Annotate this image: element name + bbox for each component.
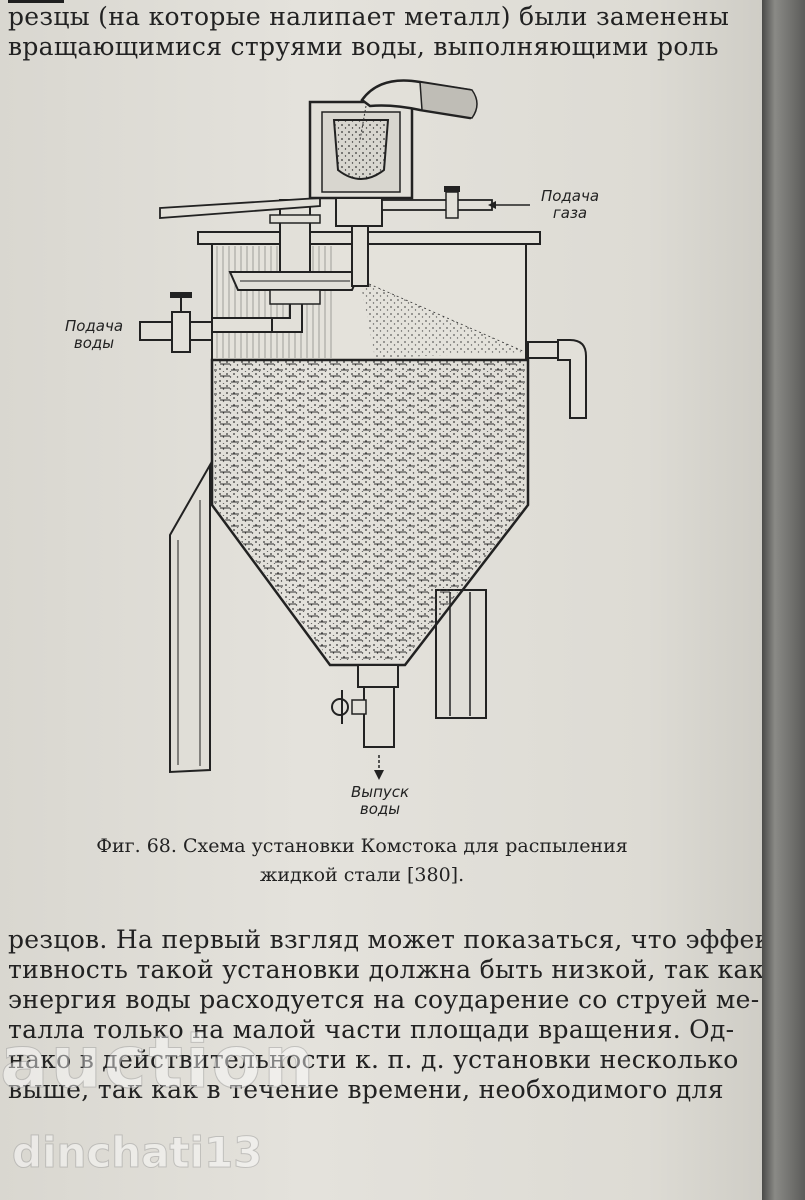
- gas-supply-label: Подача газа: [540, 187, 600, 222]
- gas-pipe-left: [159, 197, 321, 219]
- caption-line-2: жидкой стали [380].: [259, 864, 465, 886]
- body-text-line-1: резцов. На первый взгляд может показатьс…: [8, 925, 780, 954]
- pouring-ladle: [359, 79, 478, 141]
- body-text-line-3: энергия воды расходуется на соударение с…: [8, 985, 760, 1014]
- watermark-seller: dinchati13: [11, 1128, 263, 1178]
- caption-line-1: Фиг. 68. Схема установки Комстока для ра…: [96, 835, 628, 857]
- left-support-beam: [169, 461, 211, 774]
- body-text-line-5: нако в действительности к. п. д. установ…: [8, 1045, 739, 1074]
- apparatus-diagram: [139, 79, 587, 780]
- overflow-outlet: [527, 339, 587, 419]
- body-text-line-2: тивность такой установки должна быть низ…: [8, 955, 765, 984]
- bottom-outlet: [331, 664, 399, 780]
- water-inlet-label: Подача воды: [64, 317, 124, 352]
- top-rule: [8, 0, 64, 3]
- body-text-line-4: талла только на малой части площади вращ…: [8, 1015, 735, 1044]
- water-outlet-label: Выпуск воды: [350, 783, 410, 818]
- right-support-beam: [435, 589, 487, 719]
- gas-supply-pipe: [381, 186, 530, 219]
- watermark-brand: auction: [0, 1020, 317, 1105]
- top-text-line-1: резцы (на которые налипает металл) были …: [8, 2, 730, 31]
- tank-body: [197, 231, 541, 667]
- book-page: резцы (на которые налипает металл) были …: [0, 0, 779, 1200]
- body-text-line-6: выше, так как в течение времени, необход…: [8, 1075, 724, 1104]
- water-inlet-pipe: [139, 291, 303, 353]
- top-text-line-2: вращающимися струями воды, выполняющими …: [8, 32, 719, 61]
- page-edge: [762, 0, 805, 1200]
- melting-furnace: [308, 100, 414, 287]
- rotating-distributor: [228, 199, 362, 305]
- figure-caption: Фиг. 68. Схема установки Комстока для ра…: [62, 832, 662, 890]
